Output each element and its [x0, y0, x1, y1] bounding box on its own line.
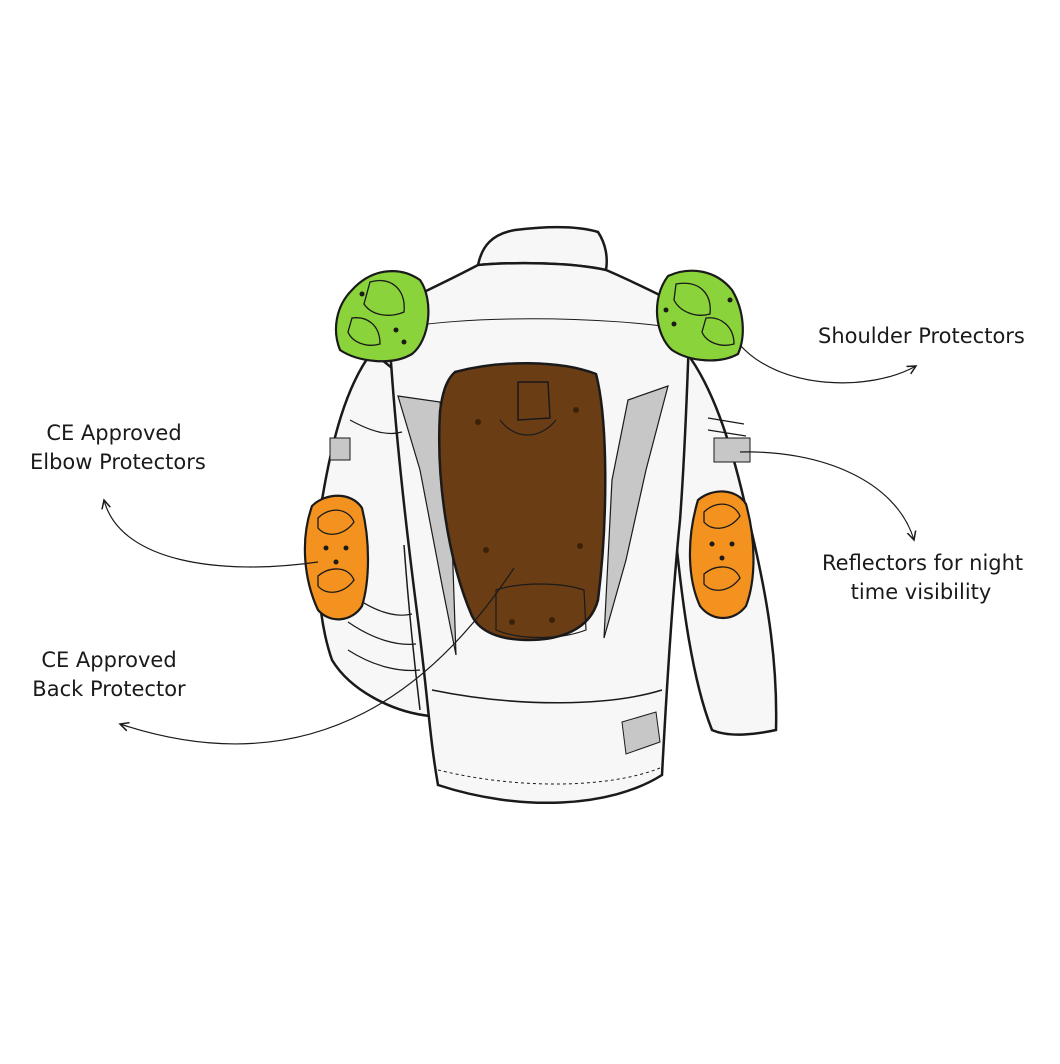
label-back-protector: CE Approved Back Protector — [30, 646, 188, 704]
label-line: Reflectors for night — [822, 551, 1024, 575]
reflector-right-sleeve — [713, 437, 751, 463]
back-protector — [437, 361, 607, 642]
arrow-elbow — [104, 500, 319, 568]
label-shoulder-protectors: Shoulder Protectors — [818, 322, 1025, 351]
arrow-reflector — [739, 451, 914, 540]
arrow-shoulder — [739, 344, 916, 384]
reflector-hem — [621, 711, 661, 755]
label-line: Elbow Protectors — [30, 450, 206, 474]
elbow-protector-left — [303, 494, 370, 621]
side-panel-right — [603, 385, 669, 639]
label-line: Back Protector — [32, 677, 186, 701]
label-line: CE Approved — [46, 421, 182, 445]
shoulder-protector-left — [334, 270, 430, 363]
label-elbow-protectors: CE Approved Elbow Protectors — [30, 419, 206, 477]
label-line: time visibility — [850, 580, 992, 604]
reflector-left-sleeve — [329, 437, 351, 461]
label-reflectors: Reflectors for night time visibility — [822, 549, 1024, 607]
arrow-back — [120, 567, 515, 745]
elbow-protector-right — [688, 490, 755, 620]
label-line: Shoulder Protectors — [818, 324, 1025, 348]
label-line: CE Approved — [41, 648, 177, 672]
shoulder-protector-right — [655, 269, 744, 362]
